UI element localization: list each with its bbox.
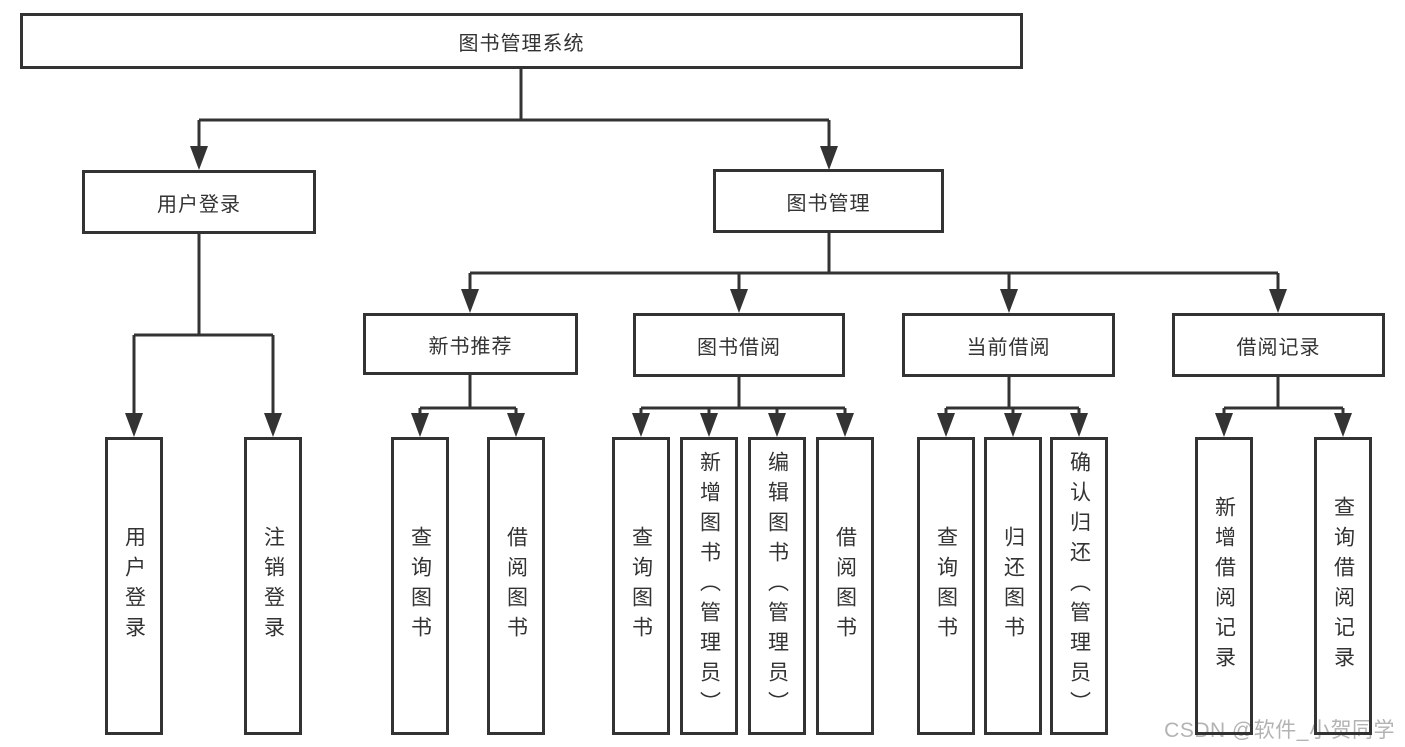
leaf-query-books-current-label: 查询图书 [934,526,958,646]
leaf-return-book: 归还图书 [984,437,1042,735]
connector-current-borrowing-to-children [937,377,1088,437]
leaf-edit-book-admin: 编辑图书（管理员） [748,437,806,735]
leaf-query-books-recommend-label: 查询图书 [408,526,432,646]
leaf-borrow-books-borrowing: 借阅图书 [816,437,874,735]
node-new-book-recommendation: 新书推荐 [363,313,578,375]
leaf-borrow-books-recommend-label: 借阅图书 [504,526,528,646]
node-book-management-label: 图书管理 [786,192,871,215]
leaf-query-borrow-record: 查询借阅记录 [1314,437,1372,735]
node-book-borrowing-label: 图书借阅 [697,336,781,359]
node-current-borrowing-label: 当前借阅 [966,336,1051,359]
leaf-add-book-admin-label: 新增图书（管理员） [697,451,721,721]
leaf-confirm-return-admin: 确认归还（管理员） [1050,437,1108,735]
leaf-user-login-label: 用户登录 [122,526,146,646]
leaf-user-login: 用户登录 [105,437,163,735]
node-user-login-label: 用户登录 [157,193,241,216]
node-book-borrowing: 图书借阅 [633,313,845,377]
leaf-logout-label: 注销登录 [261,526,285,646]
leaf-query-borrow-record-label: 查询借阅记录 [1331,496,1355,676]
leaf-return-book-label: 归还图书 [1001,526,1025,646]
leaf-borrow-books-borrowing-label: 借阅图书 [833,526,857,646]
node-borrow-records-label: 借阅记录 [1236,336,1321,359]
node-current-borrowing: 当前借阅 [902,313,1115,377]
node-user-login: 用户登录 [82,170,316,234]
node-book-management: 图书管理 [713,169,944,233]
leaf-add-borrow-record-label: 新增借阅记录 [1212,496,1236,676]
connector-user-login-to-children [125,234,282,437]
connector-book-management-to-sections [461,233,1287,313]
connector-book-borrowing-to-children [632,377,854,437]
leaf-confirm-return-admin-label: 确认归还（管理员） [1067,451,1091,721]
node-new-book-recommendation-label: 新书推荐 [428,335,513,358]
connector-new-book-to-children [411,375,525,437]
leaf-add-borrow-record: 新增借阅记录 [1195,437,1253,735]
leaf-edit-book-admin-label: 编辑图书（管理员） [765,451,789,721]
node-library-system-label: 图书管理系统 [458,32,585,55]
leaf-borrow-books-recommend: 借阅图书 [487,437,545,735]
leaf-query-books-borrowing: 查询图书 [612,437,670,735]
leaf-query-books-current: 查询图书 [917,437,975,735]
leaf-query-books-recommend: 查询图书 [391,437,449,735]
node-library-system: 图书管理系统 [20,13,1023,69]
node-borrow-records: 借阅记录 [1172,313,1385,377]
csdn-watermark: CSDN @软件_小贺同学 [1164,719,1395,742]
connector-borrow-records-to-children [1215,377,1352,437]
leaf-add-book-admin: 新增图书（管理员） [680,437,738,735]
connector-root-to-level2 [190,69,838,170]
leaf-logout: 注销登录 [244,437,302,735]
leaf-query-books-borrowing-label: 查询图书 [629,526,653,646]
